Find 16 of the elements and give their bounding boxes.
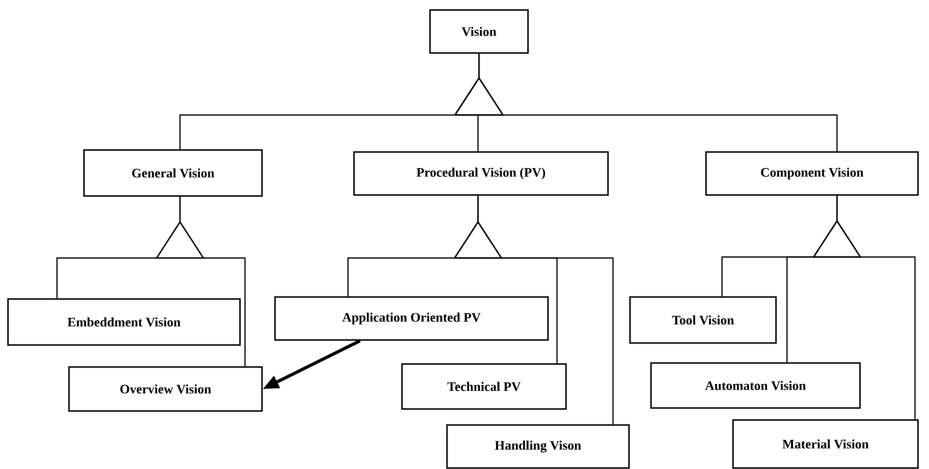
class-box: Tool Vision bbox=[629, 296, 777, 344]
class-box: Embeddment Vision bbox=[7, 298, 241, 346]
class-box: Overview Vision bbox=[68, 366, 263, 412]
generalization-connector bbox=[454, 196, 614, 424]
class-box: Component Vision bbox=[705, 151, 919, 196]
class-box: Vision bbox=[429, 9, 529, 54]
class-box: Material Vision bbox=[732, 419, 919, 469]
generalization-connector bbox=[813, 196, 916, 420]
generalization-connector bbox=[454, 54, 838, 152]
class-box: Procedural Vision (PV) bbox=[353, 151, 609, 196]
class-box: General Vision bbox=[83, 149, 263, 197]
class-box: Technical PV bbox=[401, 363, 567, 410]
class-box: Automaton Vision bbox=[650, 362, 861, 409]
generalization-connector bbox=[156, 196, 246, 366]
class-box: Application Oriented PV bbox=[274, 296, 549, 341]
class-box: Handling Vison bbox=[446, 424, 630, 469]
